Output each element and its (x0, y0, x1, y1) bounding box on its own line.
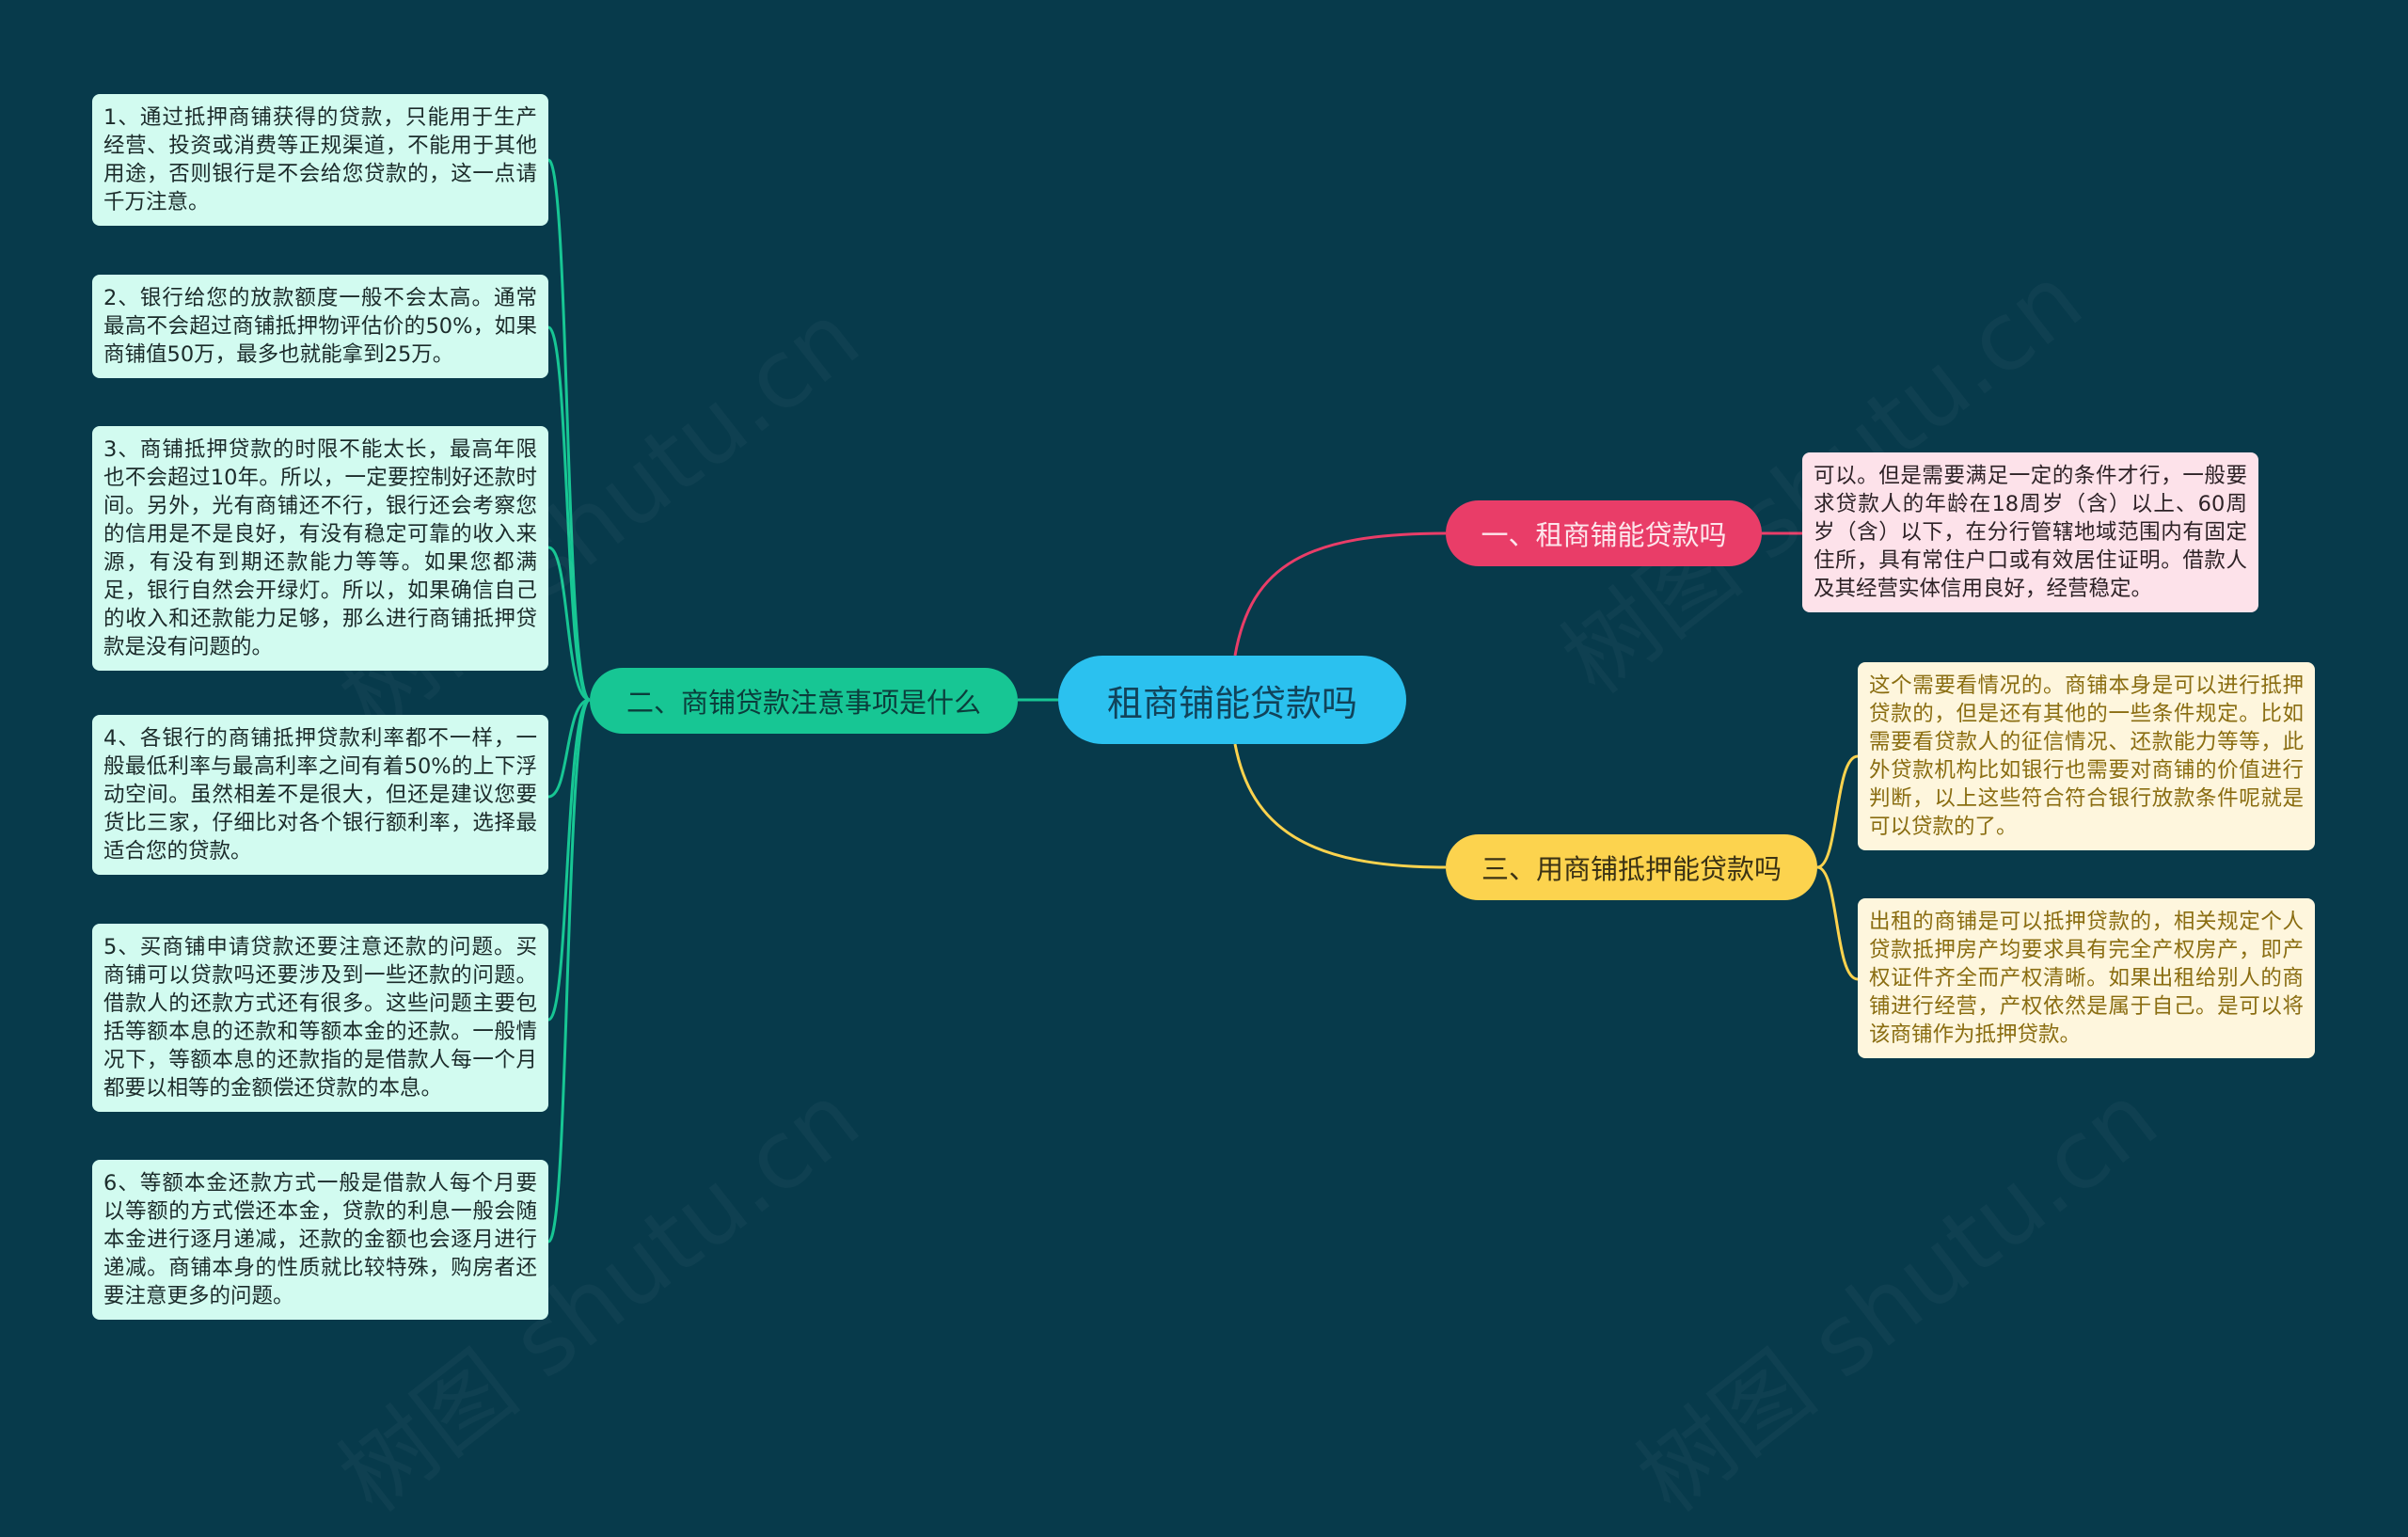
connector-branch2-leaf3 (547, 546, 591, 702)
connector-lines (547, 158, 1859, 1244)
leaf-note-4[interactable]: 4、各银行的商铺抵押贷款利率都不一样，一般最低利率与最高利率之间有着50%的上下… (92, 715, 548, 875)
connector-branch2-leaf2 (547, 325, 591, 702)
branch-loan-notes[interactable]: 二、商铺贷款注意事项是什么 (590, 668, 1018, 734)
connector-branch2-leaf4 (547, 698, 591, 799)
connector-branch2-leaf6 (547, 698, 592, 1244)
leaf-mortgage-answer-1[interactable]: 这个需要看情况的。商铺本身是可以进行抵押贷款的，但是还有其他的一些条件规定。比如… (1858, 662, 2315, 850)
connector-root-branch3 (1233, 743, 1447, 869)
connector-branch2-leaf5 (547, 698, 591, 1022)
branch-mortgage-loan[interactable]: 三、用商铺抵押能贷款吗 (1446, 834, 1817, 900)
branch-rent-shop-loan[interactable]: 一、租商铺能贷款吗 (1446, 500, 1762, 566)
root-topic[interactable]: 租商铺能贷款吗 (1058, 656, 1406, 744)
leaf-note-5[interactable]: 5、买商铺申请贷款还要注意还款的问题。买商铺可以贷款吗还要涉及到一些还款的问题。… (92, 924, 548, 1112)
leaf-note-3[interactable]: 3、商铺抵押贷款的时限不能太长，最高年限也不会超过10年。所以，一定要控制好还款… (92, 426, 548, 671)
leaf-note-6[interactable]: 6、等额本金还款方式一般是借款人每个月要以等额的方式偿还本金，贷款的利息一般会随… (92, 1160, 548, 1320)
leaf-rent-shop-answer[interactable]: 可以。但是需要满足一定的条件才行，一般要求贷款人的年龄在18周岁（含）以上、60… (1802, 452, 2258, 612)
leaf-mortgage-answer-2[interactable]: 出租的商铺是可以抵押贷款的，相关规定个人贷款抵押房产均要求具有完全产权房产，即产… (1858, 898, 2315, 1058)
connector-branch3-leaf1 (1816, 754, 1859, 869)
connector-branch3-leaf2 (1816, 865, 1859, 981)
leaf-note-1[interactable]: 1、通过抵押商铺获得的贷款，只能用于生产经营、投资或消费等正规渠道，不能用于其他… (92, 94, 548, 226)
connector-root-branch1 (1233, 531, 1447, 657)
leaf-note-2[interactable]: 2、银行给您的放款额度一般不会太高。通常最高不会超过商铺抵押物评估价的50%，如… (92, 275, 548, 378)
connector-branch2-leaf1 (547, 158, 592, 702)
